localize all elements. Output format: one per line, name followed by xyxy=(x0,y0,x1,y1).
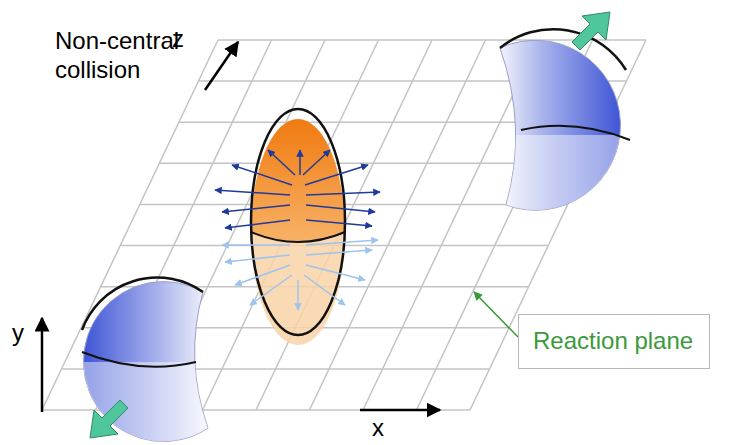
callout-text: Reaction plane xyxy=(533,327,695,355)
flow-arrow xyxy=(215,150,380,228)
motion-arrow xyxy=(572,12,610,50)
grid-line xyxy=(203,40,379,410)
axis-arrow xyxy=(360,409,440,412)
axis-arrow xyxy=(41,318,44,412)
overlap-region xyxy=(251,109,345,345)
leader-line xyxy=(474,292,518,337)
motion-arrow xyxy=(90,400,128,438)
axis-label: x xyxy=(372,413,384,442)
grid-line xyxy=(140,204,568,206)
axis-label: z xyxy=(172,24,184,53)
nucleus xyxy=(500,29,630,210)
callout-box: Reaction plane xyxy=(518,314,710,369)
axis-label: y xyxy=(12,318,24,347)
axis-arrow xyxy=(205,42,238,90)
flow-arrow xyxy=(222,240,378,310)
nucleus xyxy=(82,278,208,442)
